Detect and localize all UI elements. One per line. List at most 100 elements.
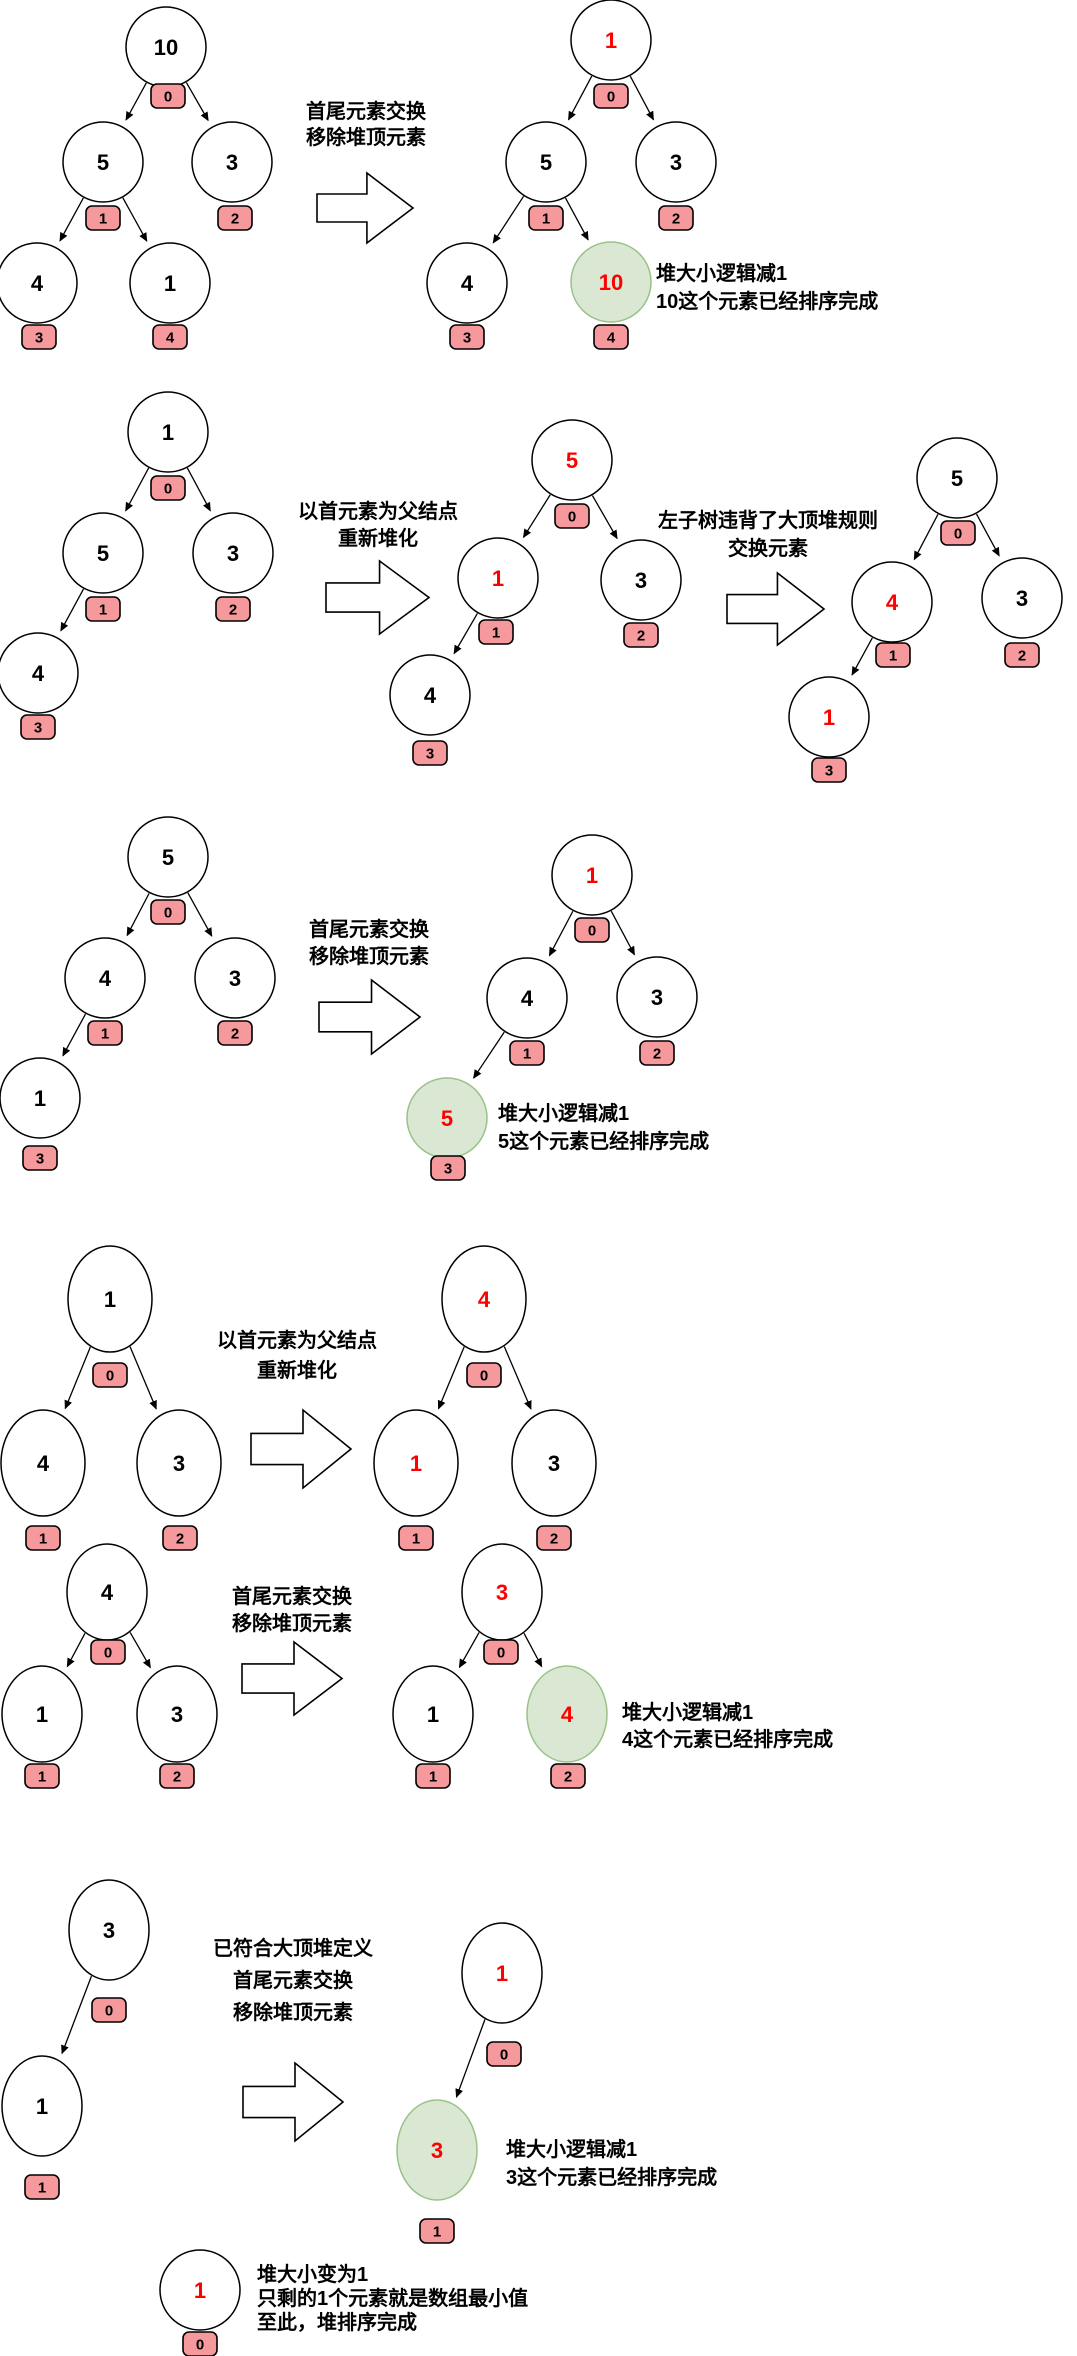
node-circle: [136, 1409, 222, 1517]
edge-arrow: [62, 1013, 87, 1057]
node-value: 3: [171, 1702, 183, 1727]
node-circle: [531, 419, 613, 501]
index-badge-label: 0: [568, 508, 576, 525]
index-badge: [150, 83, 186, 109]
node-value: 3: [226, 150, 238, 175]
node-value: 1: [496, 1961, 508, 1986]
node-value: 1: [164, 271, 176, 296]
node-circle: [129, 242, 211, 324]
index-badge: [554, 503, 590, 529]
index-badge-label: 2: [231, 1025, 239, 1042]
edge-arrow: [129, 1346, 157, 1410]
edge-arrow: [629, 75, 655, 121]
index-badge: [22, 1145, 58, 1171]
index-badge: [1004, 642, 1040, 668]
index-badge: [811, 757, 847, 783]
node-value: 1: [586, 863, 598, 888]
annotation-text: 堆大小逻辑减1: [656, 261, 787, 285]
node-value: 5: [162, 845, 174, 870]
node-value: 5: [951, 466, 963, 491]
node-value: 10: [599, 270, 623, 295]
edge-arrow: [453, 613, 478, 655]
node-circle: [1, 2055, 83, 2157]
index-badge: [20, 714, 56, 740]
annotation-text: 至此，堆排序完成: [257, 2310, 417, 2334]
node-circle: [916, 437, 998, 519]
index-badge: [24, 1763, 60, 1789]
node-value: 3: [670, 150, 682, 175]
binary-tree: 10: [159, 2249, 241, 2356]
index-badge: [85, 596, 121, 622]
node-value: 3: [103, 1918, 115, 1943]
index-badge: [528, 205, 564, 231]
index-badge: [486, 2041, 522, 2067]
step-arrow: [325, 559, 431, 636]
node-value: 5: [540, 150, 552, 175]
node-circle: [0, 1409, 86, 1517]
edge-arrow: [61, 1975, 93, 2055]
annotation-text: 以首元素为父结点: [298, 499, 458, 523]
annotation-text: 移除堆顶元素: [232, 1611, 352, 1635]
node-circle: [441, 1245, 527, 1353]
node-value: 1: [410, 1451, 422, 1476]
index-badge-label: 0: [480, 1367, 488, 1384]
annotation-text: 10这个元素已经排序完成: [656, 289, 878, 313]
index-badge-label: 1: [889, 647, 897, 664]
index-badge-label: 4: [607, 329, 616, 346]
node-value: 1: [162, 420, 174, 445]
sorted-node-circle: [570, 241, 652, 323]
node-value: 4: [886, 590, 899, 615]
edge-arrow: [567, 75, 593, 121]
node-circle: [192, 512, 274, 594]
index-badge: [415, 1763, 451, 1789]
index-badge-label: 0: [607, 88, 615, 105]
index-badge: [24, 2174, 60, 2200]
annotation-text: 重新堆化: [338, 526, 418, 550]
step-arrow: [316, 171, 415, 245]
index-badge: [509, 1040, 545, 1066]
index-badge: [217, 1020, 253, 1046]
index-badge: [21, 324, 57, 350]
node-value: 3: [431, 2138, 443, 2163]
annotation-text: 首尾元素交换: [233, 1968, 354, 1992]
step-arrow: [250, 1408, 353, 1490]
node-circle: [62, 121, 144, 203]
edge-arrow: [473, 1031, 505, 1079]
index-badge: [91, 1997, 127, 2023]
node-value: 3: [173, 1451, 185, 1476]
node-circle: [851, 561, 933, 643]
edge-arrow: [564, 197, 589, 241]
edge-arrow: [458, 1632, 480, 1669]
edge-arrow: [610, 910, 636, 956]
node-value: 1: [605, 28, 617, 53]
edge-arrow: [122, 197, 148, 242]
index-badge-label: 1: [433, 2223, 441, 2240]
index-badge: [940, 520, 976, 546]
annotation-text: 移除堆顶元素: [309, 944, 429, 968]
step-arrow: [241, 1640, 344, 1717]
node-circle: [570, 0, 652, 81]
node-circle: [64, 937, 146, 1019]
index-badge: [85, 205, 121, 231]
index-badge: [215, 596, 251, 622]
index-badge-label: 0: [164, 480, 172, 497]
index-badge-label: 0: [954, 525, 962, 542]
index-badge-label: 1: [38, 1768, 46, 1785]
annotation-text: 以首元素为父结点: [217, 1328, 377, 1352]
sorted-node-circle: [396, 2099, 478, 2201]
node-circle: [389, 654, 471, 736]
edge-arrow: [60, 588, 85, 632]
annotation-text: 移除堆顶元素: [306, 125, 426, 149]
node-value: 4: [424, 683, 437, 708]
index-badge: [536, 1525, 572, 1551]
index-badge-label: 0: [104, 1644, 112, 1661]
node-circle: [194, 937, 276, 1019]
node-value: 3: [635, 568, 647, 593]
annotation-text: 首尾元素交换: [306, 99, 427, 123]
index-badge: [658, 205, 694, 231]
